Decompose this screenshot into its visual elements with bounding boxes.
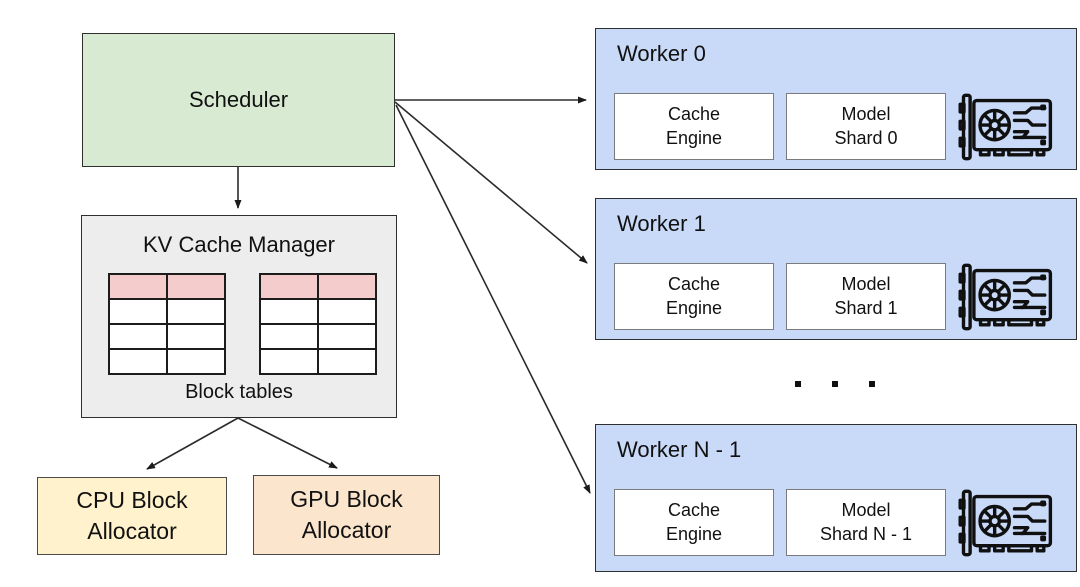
cache-engine-label-line1: Cache <box>667 104 721 125</box>
block-table-cell <box>109 299 167 324</box>
block-table-cell <box>109 349 167 374</box>
block-tables-caption: Block tables <box>185 381 293 403</box>
worker-1-title: Worker 1 <box>617 211 706 236</box>
cache-engine-label-line2: Engine <box>665 523 723 544</box>
worker-0-title: Worker 0 <box>617 41 706 66</box>
model-shard-label-line1: Model <box>841 104 891 125</box>
block-table-cell <box>167 274 225 299</box>
block-table-cell <box>167 349 225 374</box>
block-table-cell <box>260 349 318 374</box>
cache-engine-label-line1: Cache <box>667 500 721 521</box>
cpu-allocator-label-line2: Allocator <box>87 518 177 544</box>
model-shard-label-line2: Shard N - 1 <box>819 523 913 544</box>
arrow-kv-to-cpu-allocator <box>146 417 239 470</box>
block-table-cell <box>318 274 376 299</box>
arrow-scheduler-to-worker-n-1 <box>395 104 591 494</box>
ellipsis-dot <box>795 381 801 387</box>
block-table-cell <box>318 349 376 374</box>
model-shard-label-line2: Shard 0 <box>834 127 898 148</box>
worker-0-box: Worker 0 Cache Engine Model Shard 0 <box>595 28 1077 170</box>
gpu-card-icon <box>958 489 1054 557</box>
arrow-kv-to-gpu-allocator <box>237 417 338 469</box>
block-table-cell <box>109 274 167 299</box>
block-table-cell <box>260 274 318 299</box>
cache-engine-label-line1: Cache <box>667 274 721 295</box>
block-table-cell <box>318 299 376 324</box>
workers-ellipsis: ... <box>795 378 875 390</box>
ellipsis-dot <box>832 381 838 387</box>
kv-cache-manager-box: KV Cache Manager Block tables <box>81 215 397 418</box>
scheduler-box: Scheduler <box>82 33 395 167</box>
block-table-cell <box>167 299 225 324</box>
block-table <box>108 273 226 375</box>
gpu-allocator-label-line2: Allocator <box>301 517 392 543</box>
block-table-cell <box>260 324 318 349</box>
cpu-allocator-label-line1: CPU Block <box>76 486 188 513</box>
arrow-scheduler-to-worker-1 <box>394 101 588 264</box>
worker-n-1-box: Worker N - 1 Cache Engine Model Shard N … <box>595 424 1077 572</box>
block-table <box>259 273 377 375</box>
model-shard-box: Model Shard 0 <box>786 93 946 160</box>
cache-engine-box: Cache Engine <box>614 489 774 556</box>
cache-engine-box: Cache Engine <box>614 263 774 330</box>
model-shard-label-line1: Model <box>841 274 891 295</box>
gpu-block-allocator-box: GPU Block Allocator <box>253 475 440 555</box>
gpu-card-icon <box>958 93 1054 161</box>
cache-engine-label-line2: Engine <box>665 297 723 318</box>
cpu-block-allocator-box: CPU Block Allocator <box>37 477 227 555</box>
scheduler-label: Scheduler <box>188 87 289 112</box>
model-shard-label-line1: Model <box>841 500 891 521</box>
block-table-cell <box>318 324 376 349</box>
block-table-cell <box>260 299 318 324</box>
kv-cache-manager-title: KV Cache Manager <box>143 232 335 257</box>
worker-1-box: Worker 1 Cache Engine Model Shard 1 <box>595 198 1077 340</box>
gpu-card-icon <box>958 263 1054 331</box>
cache-engine-label-line2: Engine <box>665 127 723 148</box>
gpu-allocator-label-line1: GPU Block <box>290 485 403 512</box>
block-table-cell <box>167 324 225 349</box>
model-shard-label-line2: Shard 1 <box>834 297 898 318</box>
block-table-cell <box>109 324 167 349</box>
model-shard-box: Model Shard 1 <box>786 263 946 330</box>
ellipsis-dot <box>869 381 875 387</box>
worker-n-1-title: Worker N - 1 <box>617 437 742 462</box>
model-shard-box: Model Shard N - 1 <box>786 489 946 556</box>
cache-engine-box: Cache Engine <box>614 93 774 160</box>
